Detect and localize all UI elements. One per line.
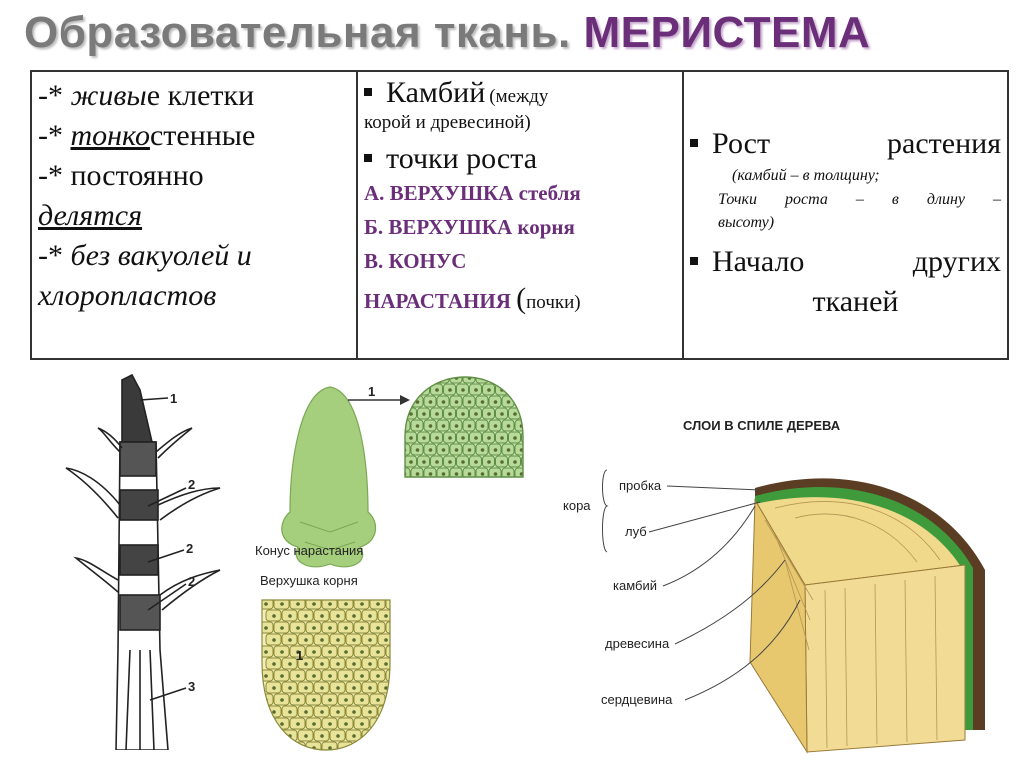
root-caption: Верхушка корня xyxy=(260,573,358,588)
bullet-plant-growth: Рост растения xyxy=(690,124,1001,164)
growth-point-b: Б. ВЕРХУШКА корня xyxy=(364,215,575,239)
property-dividing-word: делятся xyxy=(38,199,143,232)
bullet-square-icon xyxy=(364,154,372,162)
property-chloroplasts: хлоропластов xyxy=(38,279,217,312)
stem-label-3: 3 xyxy=(188,679,195,694)
bullet-other-tissues: Начало других xyxy=(690,242,1001,282)
stem-label-2c: 2 xyxy=(188,574,195,589)
growth-detail-3: высоту) xyxy=(718,214,775,231)
stem-label-2a: 2 xyxy=(188,477,195,492)
root-label-1: 1 xyxy=(296,648,303,663)
growth-point-c: В. КОНУС xyxy=(364,249,467,273)
cambium-location: корой и древесиной) xyxy=(364,112,531,133)
cone-caption: Конус нарастания xyxy=(255,543,363,558)
tree-label-drevesina: древесина xyxy=(605,636,670,651)
property-no-vacuoles: -* без вакуолей и xyxy=(38,239,252,272)
bullet-square-icon xyxy=(690,139,698,147)
tree-diagram-title: СЛОИ В СПИЛЕ ДЕРЕВА xyxy=(683,418,841,433)
title-part-2: МЕРИСТЕМА xyxy=(583,8,871,57)
function-cell: Рост растения (камбий – в толщину; Точки… xyxy=(682,70,1009,360)
bullet-cambium: Камбий (между xyxy=(364,76,676,110)
property-dividing: -* постоянно xyxy=(38,159,204,192)
tree-label-probka: пробка xyxy=(619,478,662,493)
info-table: -* живые клетки -* тонкостенные -* посто… xyxy=(30,70,1009,360)
tree-label-serdcevina: сердцевина xyxy=(601,692,673,707)
stem-shoot-diagram: 1 2 2 2 3 xyxy=(65,373,221,750)
stem-label-1: 1 xyxy=(170,391,177,406)
tree-layers-diagram: СЛОИ В СПИЛЕ ДЕРЕВА пробка кора луб камб… xyxy=(563,418,985,754)
other-tissues-continued: тканей xyxy=(812,285,899,318)
growth-detail-1: (камбий – в толщину; xyxy=(732,167,880,184)
growth-detail-2: Точки роста – в длину – xyxy=(718,191,1001,208)
cone-and-root-diagram: 1 Конус нарастания Верхушка корня 1 xyxy=(255,376,524,751)
property-living: -* живые клетки xyxy=(38,79,255,112)
tree-label-kora: кора xyxy=(563,498,591,513)
bullet-growth-points: точки роста xyxy=(364,142,676,176)
tree-label-lub: луб xyxy=(625,524,647,539)
bullet-square-icon xyxy=(690,257,698,265)
bullet-square-icon xyxy=(364,88,372,96)
title-part-1: Образовательная ткань. xyxy=(24,8,571,57)
page-title: Образовательная ткань. МЕРИСТЕМА xyxy=(24,8,1004,70)
tree-label-kambiy: камбий xyxy=(613,578,657,593)
cone-arrow-label: 1 xyxy=(368,384,375,399)
location-cell: Камбий (между корой и древесиной) точки … xyxy=(356,70,684,360)
growth-point-a: А. ВЕРХУШКА стебля xyxy=(364,181,581,205)
stem-label-2b: 2 xyxy=(186,541,193,556)
property-thin-walled: -* тонкостенные xyxy=(38,119,256,152)
growth-point-c-continued: НАРАСТАНИЯ (почки) xyxy=(364,282,581,315)
properties-cell: -* живые клетки -* тонкостенные -* посто… xyxy=(30,70,358,360)
